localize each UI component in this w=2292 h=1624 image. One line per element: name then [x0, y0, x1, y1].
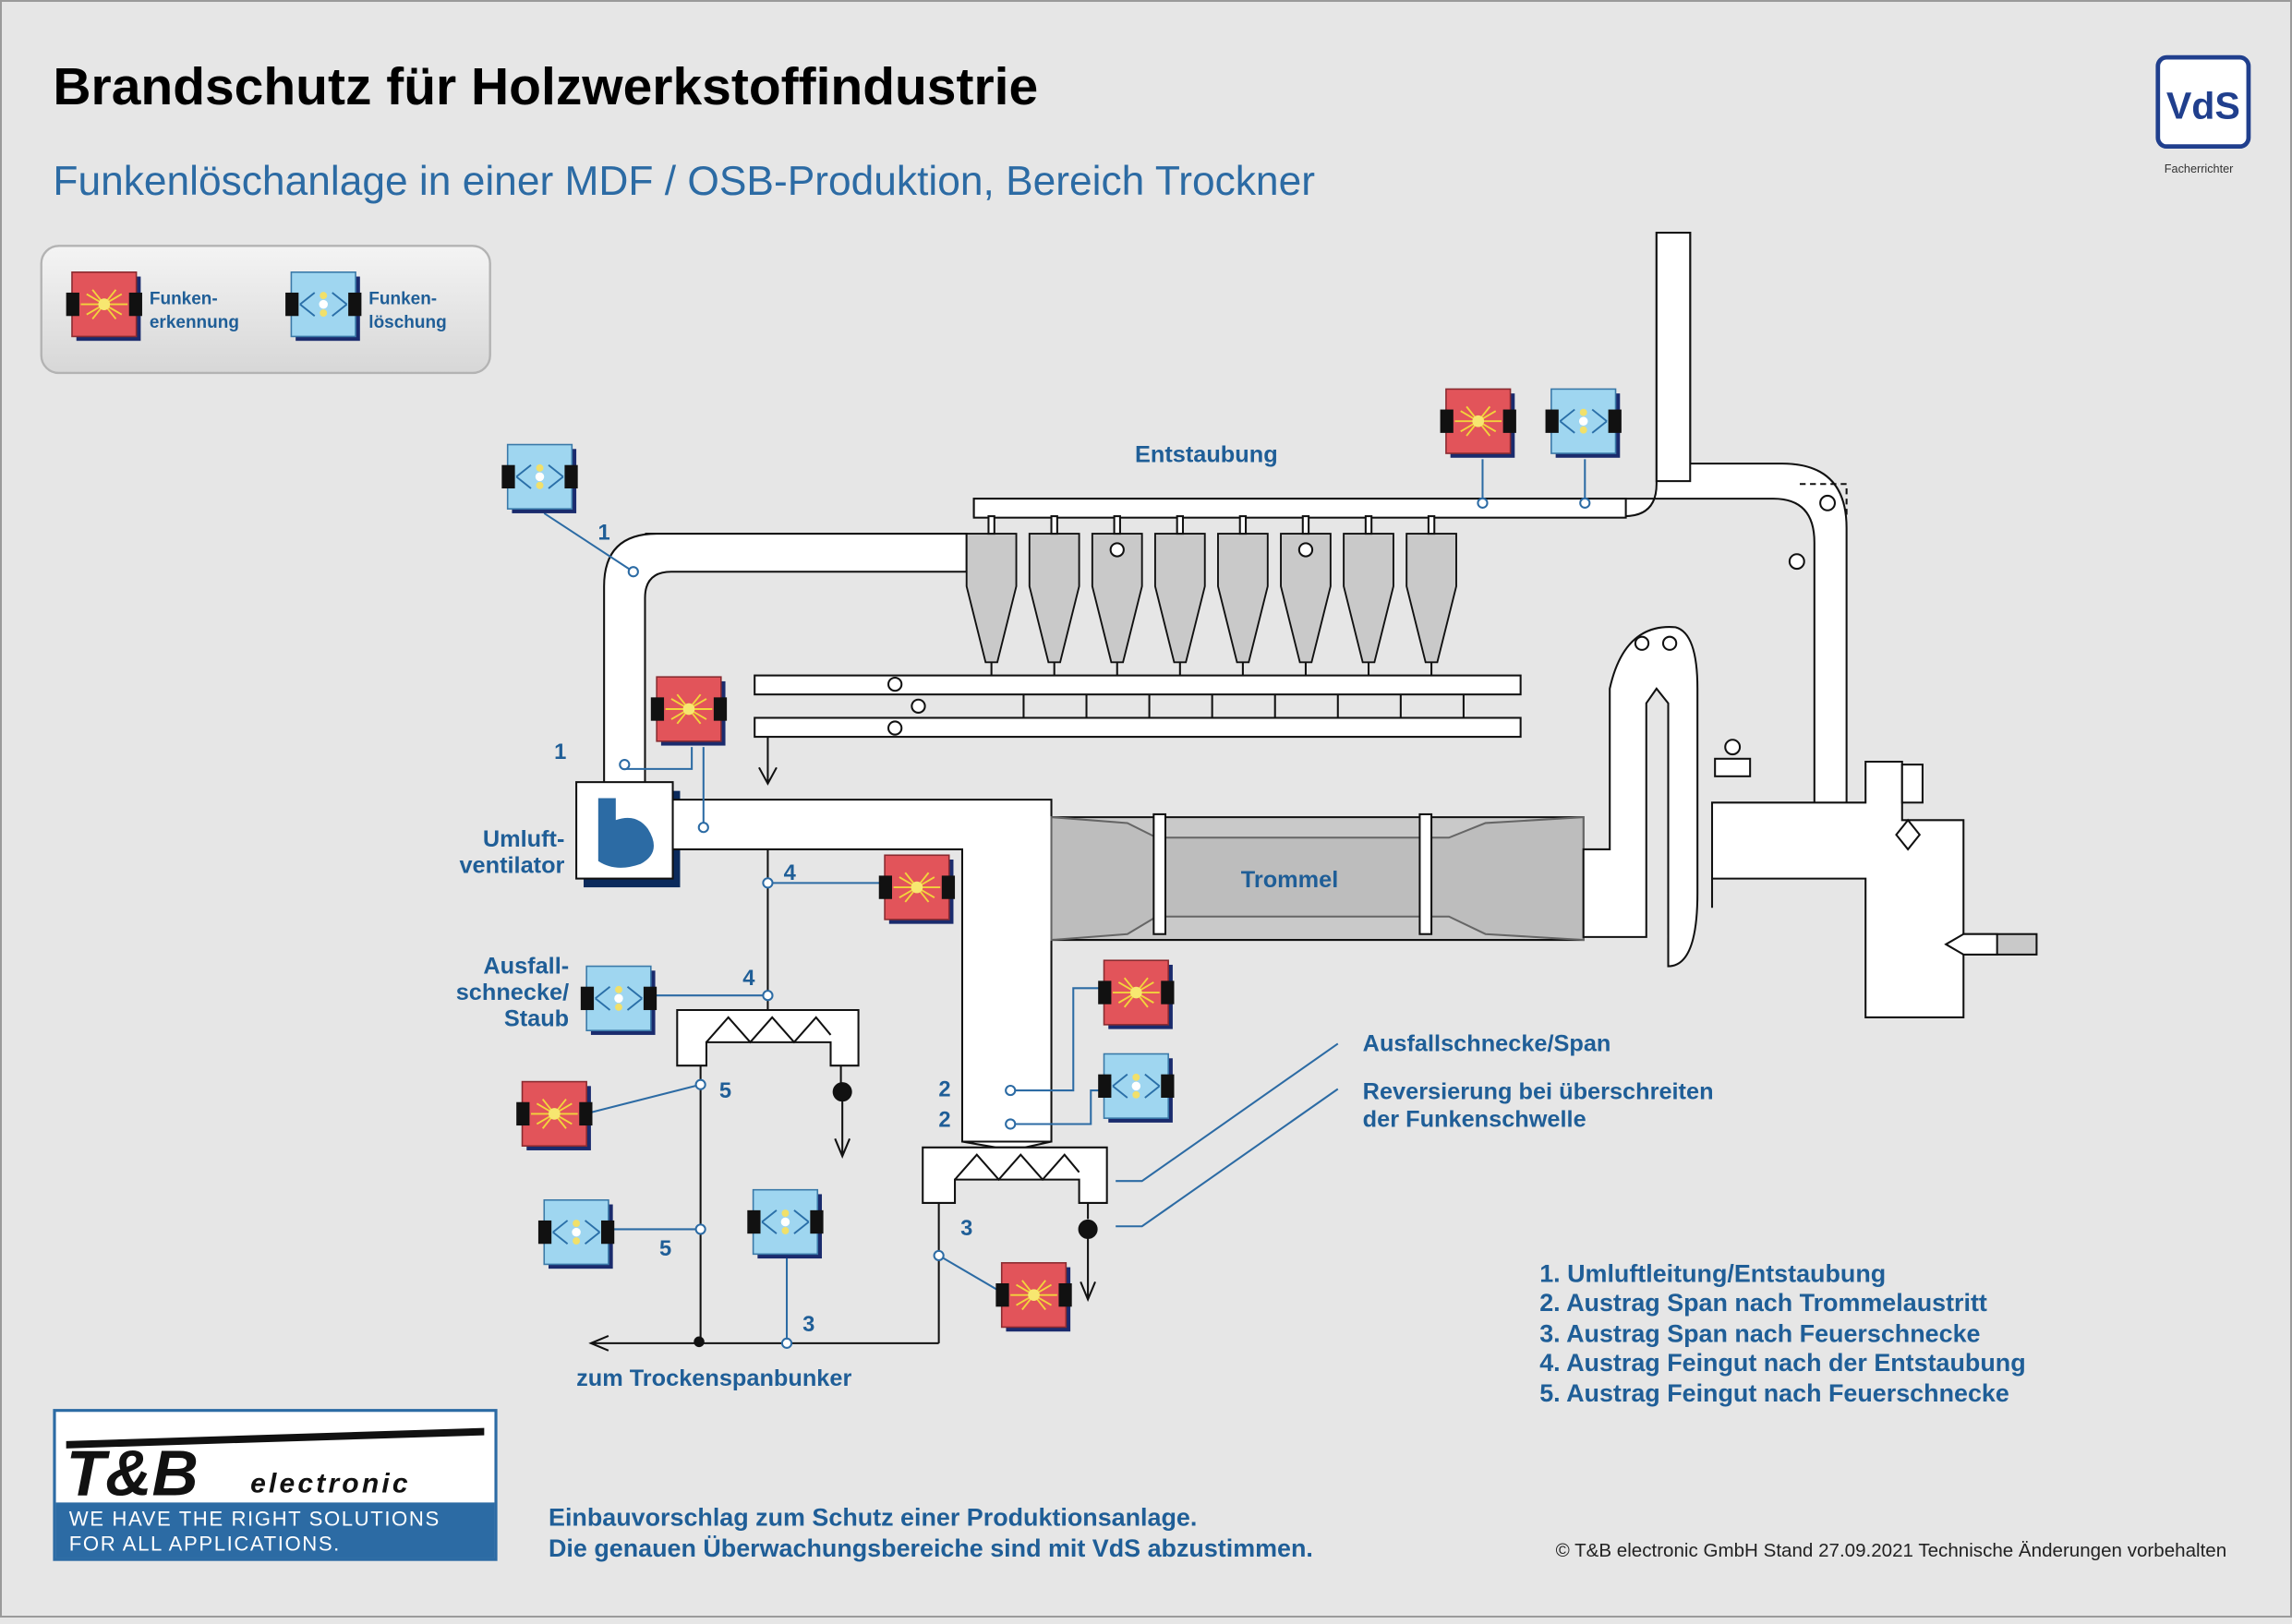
num-4a: 4 [784, 861, 797, 885]
spark-detector-5 [515, 1080, 594, 1151]
cyclone [1405, 533, 1457, 664]
num-2a: 2 [938, 1077, 950, 1101]
cyclone-inlet [1364, 515, 1373, 535]
vds-logo-caption: Facherrichter [2165, 162, 2234, 175]
tb-logo-mark: T&B [66, 1437, 199, 1509]
extinguisher-2 [1097, 1053, 1176, 1124]
label-drum: Trommel [1241, 867, 1339, 893]
list-item-3: 3. Austrag Span nach Feuerschnecke [1539, 1319, 1980, 1347]
list-item-5: 5. Austrag Feingut nach Feuerschnecke [1539, 1379, 2009, 1407]
extinguisher-5 [537, 1198, 616, 1270]
cyclone-manifold [972, 498, 1627, 519]
extinguisher-4 [579, 965, 658, 1036]
page-subtitle: Funkenlöschanlage in einer MDF / OSB-Pro… [53, 159, 1315, 204]
cyclone-inlet [1113, 515, 1121, 535]
vds-logo: VdS Facherrichter [2155, 54, 2251, 175]
extinguisher-3 [746, 1188, 825, 1260]
list-item-4: 4. Austrag Feingut nach der Entstaubung [1539, 1349, 2025, 1377]
num-3b: 3 [802, 1313, 814, 1337]
screw-coarse [922, 1146, 1108, 1204]
tb-tagline-1: WE HAVE THE RIGHT SOLUTIONS [69, 1508, 440, 1531]
screw-fine [676, 1009, 860, 1067]
conveyor-lower [754, 716, 1522, 739]
legend-detection-label-2: erkennung [150, 313, 239, 332]
label-reverse-1: Reversierung bei überschreiten [1363, 1079, 1714, 1105]
footer-note-1: Einbauvorschlag zum Schutz einer Produkt… [549, 1504, 1197, 1532]
extinguisher-1 [501, 443, 579, 514]
list-item-2: 2. Austrag Span nach Trommelaustritt [1539, 1289, 1987, 1317]
legend: Funken- erkennung Funken- löschung [40, 245, 491, 375]
cyclone-inlet [1427, 515, 1436, 535]
legend-detection-label-1: Funken- [150, 290, 218, 309]
tb-logo: T&B electronic WE HAVE THE RIGHT SOLUTIO… [53, 1409, 498, 1561]
cyclone [1028, 533, 1080, 664]
cyclone [1343, 533, 1394, 664]
plant-drawing [575, 232, 2038, 1352]
footer-note-2: Die genauen Überwachungsbereiche sind mi… [549, 1534, 1313, 1562]
label-screw-fine-3: Staub [504, 1005, 569, 1031]
cyclone-inlet [1176, 515, 1185, 535]
cyclone [1091, 533, 1143, 664]
chimney [1655, 232, 1692, 483]
cyclone [1153, 533, 1206, 664]
footer-copyright: © T&B electronic GmbH Stand 27.09.2021 T… [1556, 1540, 2227, 1561]
drum-outlet-duct [1582, 626, 1699, 968]
num-1b: 1 [554, 740, 566, 764]
label-fan-2: ventilator [459, 852, 564, 878]
cyclone-inlet [1050, 515, 1058, 535]
spark-detector-2 [1097, 959, 1176, 1030]
num-2b: 2 [938, 1109, 950, 1133]
list-item-1: 1. Umluftleitung/Entstaubung [1539, 1259, 1886, 1287]
dedusting-duct [972, 232, 1848, 807]
cyclone-inlet [987, 515, 995, 535]
cyclone-inlet [1238, 515, 1248, 535]
cyclone-sensor-port [1297, 542, 1314, 558]
spark-detector-3 [995, 1261, 1073, 1333]
label-screw-fine-2: schnecke/ [456, 980, 569, 1005]
conveyor-upper [754, 674, 1522, 696]
sensor-connections [543, 459, 1586, 1343]
cyclone [1280, 533, 1332, 664]
furnace [1710, 760, 1965, 1018]
num-4b: 4 [742, 967, 755, 991]
extinguisher-dedusting [1544, 388, 1622, 459]
recirculation-duct [603, 533, 968, 785]
svg-text:VdS: VdS [2166, 85, 2240, 127]
label-bunker: zum Trockenspanbunker [576, 1365, 851, 1391]
cyclone [965, 533, 1018, 664]
spark-detector-dedusting [1439, 388, 1517, 459]
numbered-list: 1. Umluftleitung/Entstaubung 2. Austrag … [1539, 1259, 2025, 1407]
cyclone-sensor-port [1109, 542, 1125, 558]
legend-extinguishing-label-2: löschung [368, 313, 446, 332]
legend-extinguishing-label-1: Funken- [368, 290, 437, 309]
cyclones [965, 515, 1465, 718]
tb-logo-word: electronic [250, 1468, 411, 1498]
legend-extinguishing-icon [284, 271, 363, 343]
spark-detector-1b [649, 676, 729, 747]
tb-tagline-2: FOR ALL APPLICATIONS. [69, 1533, 341, 1556]
num-3a: 3 [960, 1217, 972, 1241]
spark-detector-4 [877, 854, 957, 925]
label-reverse-2: der Funkenschwelle [1363, 1107, 1586, 1133]
legend-detection-icon [65, 271, 143, 343]
label-screw-fine-1: Ausfall- [483, 953, 569, 979]
num-1a: 1 [598, 521, 610, 545]
label-screw-coarse: Ausfallschnecke/Span [1363, 1030, 1611, 1056]
cyclone [1217, 533, 1269, 664]
num-5b: 5 [659, 1237, 671, 1261]
label-dedusting: Entstaubung [1135, 442, 1278, 468]
cyclone-inlet [1301, 515, 1310, 535]
label-fan-1: Umluft- [483, 826, 565, 852]
burner-upper [1895, 818, 1922, 851]
num-5a: 5 [719, 1079, 731, 1103]
page-title: Brandschutz für Holzwerkstoffindustrie [53, 57, 1038, 116]
